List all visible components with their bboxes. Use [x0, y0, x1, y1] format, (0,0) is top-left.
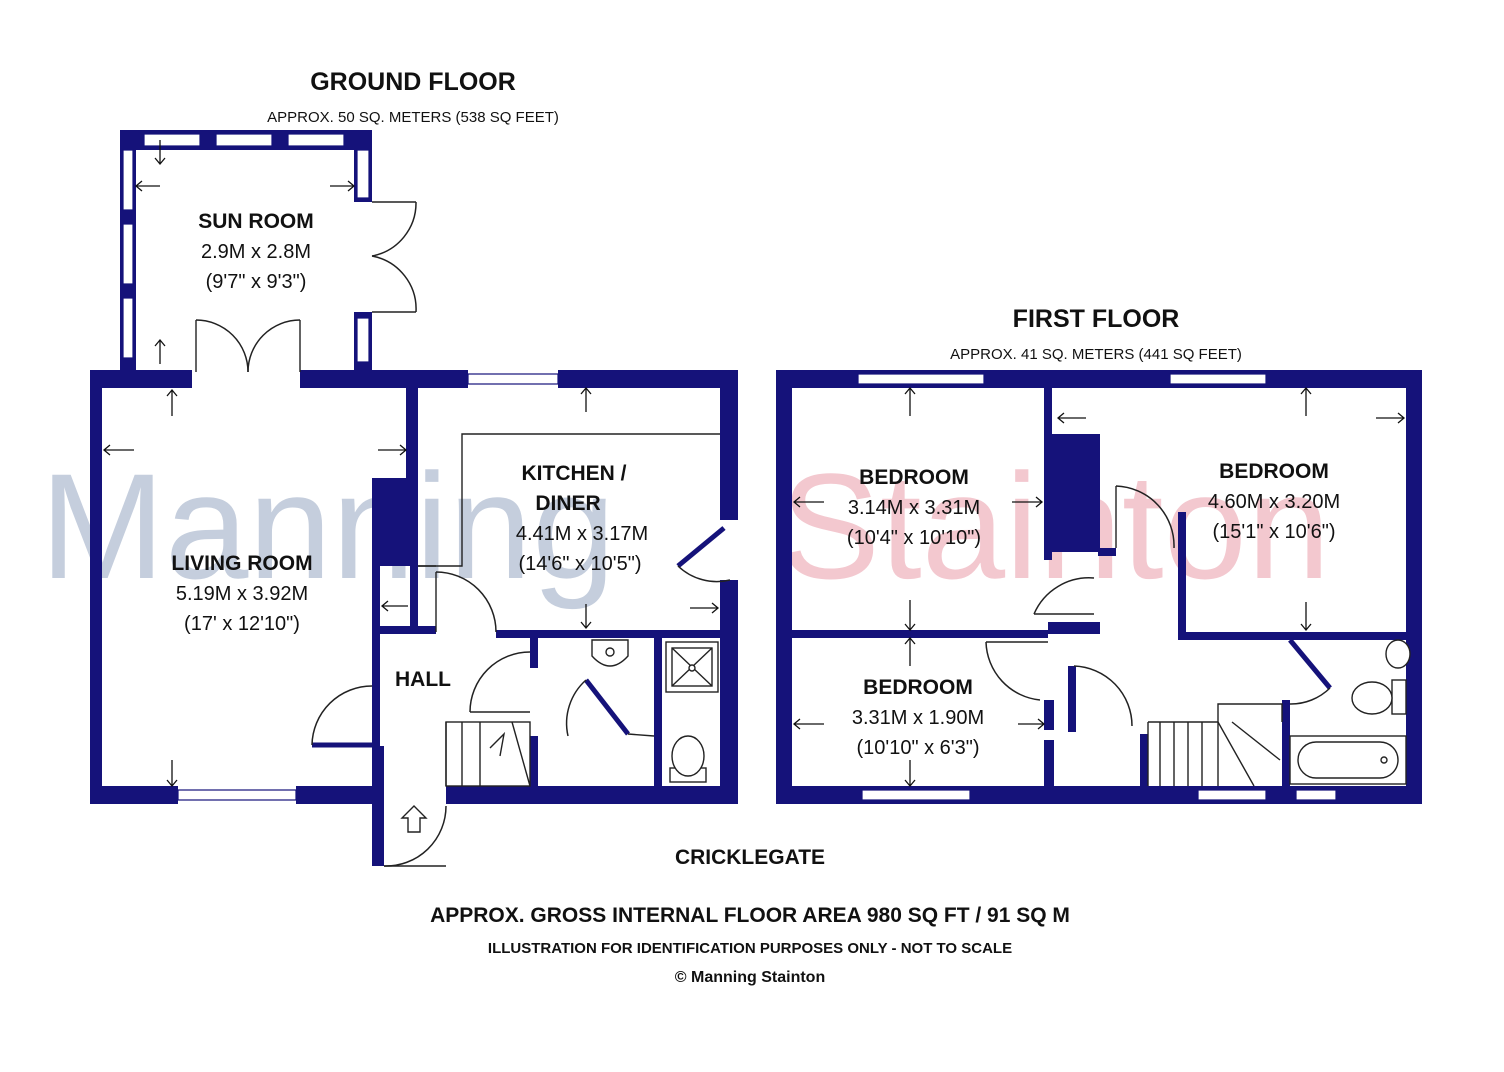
living-room-metric: 5.19M x 3.92M: [176, 583, 308, 605]
hall-name: HALL: [395, 668, 451, 691]
first-floor-doors: [985, 485, 1332, 727]
watermark-word-1: Manning: [40, 442, 615, 610]
street-name: CRICKLEGATE: [675, 846, 825, 869]
first-floor-arrows: [792, 386, 1406, 788]
first-floor-fixtures: [1147, 639, 1411, 787]
sun-room-name: SUN ROOM: [198, 210, 314, 233]
kitchen-imperial: (14'6" x 10'5"): [518, 553, 641, 575]
first-floor-area: APPROX. 41 SQ. METERS (441 SQ FEET): [950, 346, 1242, 363]
ground-floor-windows: [122, 133, 559, 801]
first-floor-windows: [857, 373, 1337, 801]
kitchen-diner: KITCHEN / DINER 4.41M x 3.17M (14'6" x 1…: [516, 462, 648, 575]
living-room: LIVING ROOM 5.19M x 3.92M (17' x 12'10"): [171, 552, 312, 635]
bedroom-3: BEDROOM 3.31M x 1.90M (10'10" x 6'3"): [852, 676, 984, 759]
kitchen-name-line-2: DINER: [535, 492, 600, 515]
bedroom-1-metric: 3.14M x 3.31M: [848, 497, 980, 519]
bedroom-2: BEDROOM 4.60M x 3.20M (15'1" x 10'6"): [1208, 460, 1340, 543]
bedroom-3-imperial: (10'10" x 6'3"): [856, 737, 979, 759]
ground-floor-arrows: [102, 140, 720, 788]
kitchen-name-line-1: KITCHEN /: [522, 462, 627, 485]
copyright: © Manning Stainton: [675, 969, 825, 986]
sun-room-imperial: (9'7" x 9'3"): [206, 271, 307, 293]
sun-room: SUN ROOM 2.9M x 2.8M (9'7" x 9'3"): [198, 210, 314, 293]
ground-floor-title: GROUND FLOOR: [310, 68, 516, 96]
bedroom-1-imperial: (10'4" x 10'10"): [847, 527, 981, 549]
gross-area: APPROX. GROSS INTERNAL FLOOR AREA 980 SQ…: [430, 904, 1070, 927]
first-floor-title: FIRST FLOOR: [1013, 305, 1180, 333]
disclaimer: ILLUSTRATION FOR IDENTIFICATION PURPOSES…: [488, 940, 1012, 957]
bedroom-1-name: BEDROOM: [859, 466, 969, 489]
ground-floor-area: APPROX. 50 SQ. METERS (538 SQ FEET): [267, 109, 559, 126]
living-room-imperial: (17' x 12'10"): [184, 613, 300, 635]
bedroom-3-name: BEDROOM: [863, 676, 973, 699]
ground-floor-doors: [195, 201, 731, 867]
toilet-icon: [1391, 679, 1407, 715]
bedroom-2-imperial: (15'1" x 10'6"): [1212, 521, 1335, 543]
basin-icon: [1385, 639, 1411, 669]
ground-floor-fixtures: [418, 433, 720, 787]
bedroom-2-name: BEDROOM: [1219, 460, 1329, 483]
bedroom-3-metric: 3.31M x 1.90M: [852, 707, 984, 729]
sun-room-metric: 2.9M x 2.8M: [201, 241, 311, 263]
living-room-name: LIVING ROOM: [171, 552, 312, 575]
bedroom-1: BEDROOM 3.14M x 3.31M (10'4" x 10'10"): [847, 466, 981, 549]
bedroom-2-metric: 4.60M x 3.20M: [1208, 491, 1340, 513]
kitchen-metric: 4.41M x 3.17M: [516, 523, 648, 545]
